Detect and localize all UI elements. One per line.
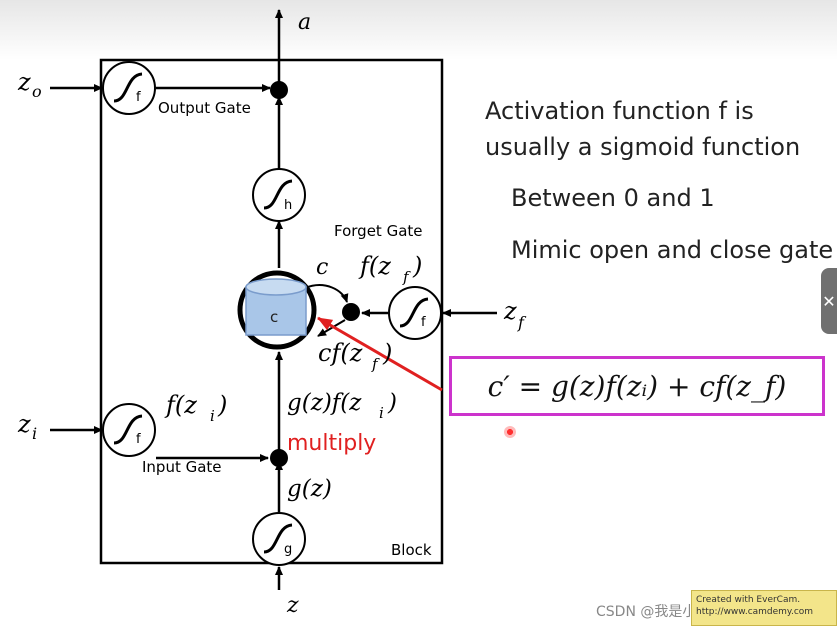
arrow-cell-loop-in [317,319,346,337]
multiply-label: multiply [287,431,376,456]
laser-pointer-dot [504,426,516,438]
forget-gate-symbol: f [421,315,426,330]
h-activation-circle: h [252,168,306,222]
gz-label: g(z) [287,476,332,502]
cell-update-formula-box: c′ = g(z)f(zᵢ) + cf(z_f) [449,356,825,416]
output-multiply-dot [270,81,288,99]
annotation-arrow [317,316,443,392]
f-zf-close: ) [412,252,422,280]
c-loop-label: c [316,255,328,280]
output-gate-symbol: f [136,90,141,105]
cf-zf-subscript: f [371,355,380,373]
f-zi-label: f(z [164,391,197,419]
g-activation-symbol: g [284,542,292,557]
zf-label: z [503,297,517,325]
gz-fzi-close: ) [387,390,397,416]
cell-update-formula: c′ = g(z)f(zᵢ) + cf(z_f) [487,369,787,403]
zf-subscript: f [517,313,527,332]
text-line-2: usually a sigmoid function [485,133,801,161]
zo-label: z [17,68,31,96]
next-slide-tab[interactable]: ✕ [821,268,837,334]
gz-fzi-subscript: i [379,404,384,422]
h-activation-symbol: h [284,198,292,213]
forget-multiply-dot [342,303,360,321]
evercam-line-2: http://www.camdemy.com [696,607,814,617]
output-gate-label: Output Gate [158,99,251,117]
zi-label: z [17,410,31,438]
output-a-label: a [298,10,311,35]
gz-fzi-label: g(z)f(z [287,390,362,416]
input-gate-circle: f [102,403,156,457]
top-gradient-band [0,0,837,60]
zi-subscript: i [32,424,37,443]
evercam-badge: Created with EverCam. http://www.camdemy… [691,590,837,626]
block-label: Block [391,541,432,559]
text-line-4: Mimic open and close gate [511,236,834,264]
text-line-3: Between 0 and 1 [511,184,715,212]
output-gate-circle: f [102,61,156,115]
input-gate-symbol: f [136,432,141,447]
forget-gate-label: Forget Gate [334,222,423,240]
f-zi-close: ) [217,391,227,419]
input-multiply-dot [270,449,288,467]
zo-subscript: o [32,82,42,101]
forget-gate-circle: f [388,286,442,340]
f-zf-subscript: f [402,268,411,286]
f-zi-subscript: i [210,407,215,425]
cell-label: c [270,308,278,326]
text-line-1: Activation function f is [485,97,754,125]
input-gate-label: Input Gate [142,458,222,476]
g-activation-circle: g [252,512,306,566]
evercam-line-1: Created with EverCam. [696,595,801,605]
memory-cell: c [237,270,317,350]
close-icon: ✕ [822,291,836,311]
input-z-label: z [286,593,299,618]
arrow-cell-loop-out [304,284,349,303]
f-zf-label: f(z [358,252,391,280]
cf-zf-close: ) [382,339,392,367]
cf-zf-label: cf(z [318,339,363,367]
